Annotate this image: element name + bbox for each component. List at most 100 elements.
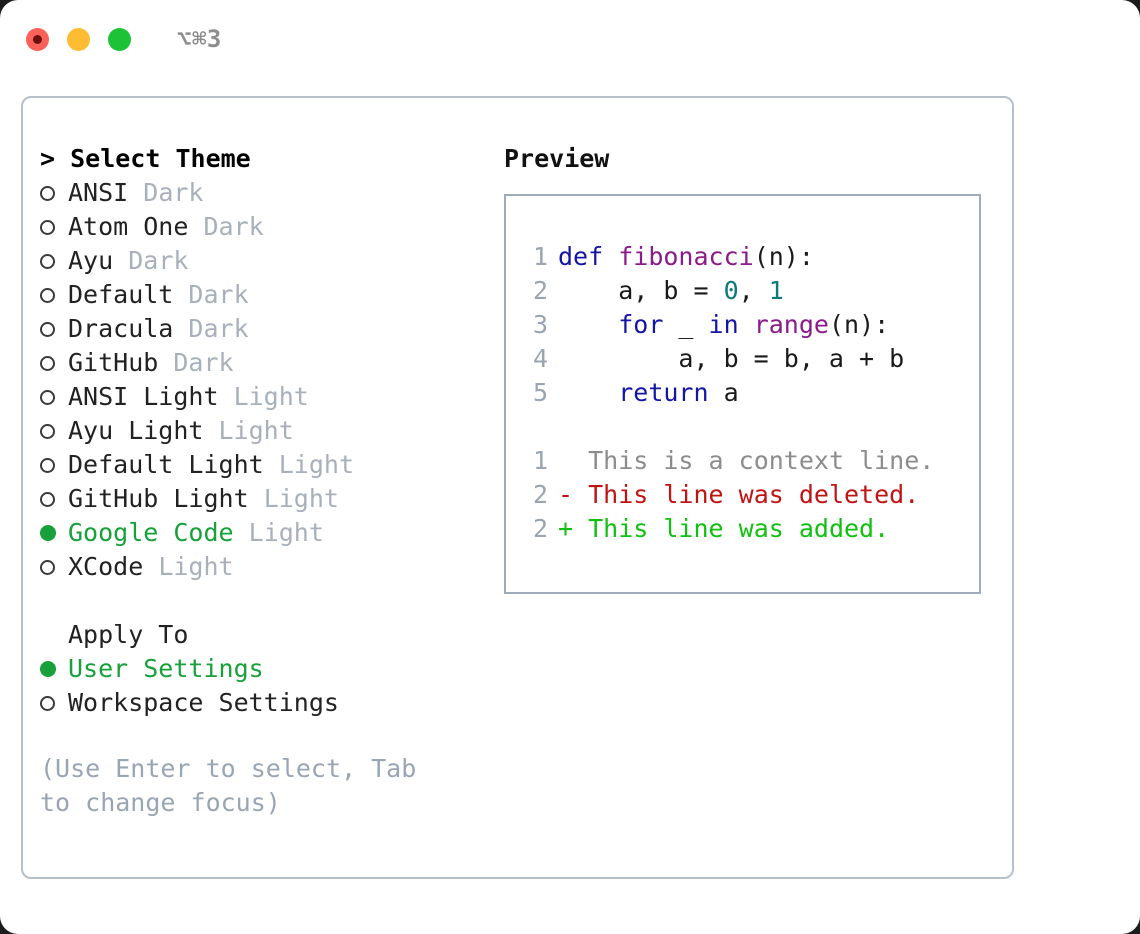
code-line-content: a, b = b, a + b [558, 342, 904, 376]
theme-option-atom-one[interactable]: Atom One Dark [40, 210, 485, 244]
theme-option-ansi-light[interactable]: ANSI Light Light [40, 380, 485, 414]
recording-indicator-icon [33, 34, 42, 44]
theme-option-radio [40, 379, 68, 413]
theme-option-label: ANSI Light [68, 382, 219, 411]
code-token-plain: a, b = b, a + b [558, 344, 905, 373]
label-badge-gap [188, 210, 203, 244]
radio-selected-icon [40, 661, 56, 677]
diff-line-number: 2 [532, 480, 548, 509]
radio-unselected-icon [40, 695, 55, 711]
code-line-content: return a [558, 376, 738, 410]
radio-unselected-icon [40, 287, 55, 303]
diff-line-ctx: 1 This is a context line. [524, 444, 979, 478]
radio-unselected-icon [40, 423, 55, 439]
label-badge-gap [249, 482, 264, 516]
theme-option-github-light[interactable]: GitHub Light Light [40, 482, 485, 516]
code-token-plain: (n): [828, 310, 890, 339]
code-line: 5 return a [524, 376, 979, 410]
theme-option-ayu-light[interactable]: Ayu Light Light [40, 414, 485, 448]
theme-option-label: Atom One [68, 212, 189, 241]
theme-option-label: ANSI [68, 178, 129, 207]
theme-option-dracula[interactable]: Dracula Dark [40, 312, 485, 346]
code-token-kw: for [618, 310, 664, 339]
theme-option-badge: Dark [188, 280, 249, 309]
code-token-fn: range [753, 310, 829, 339]
apply-to-option-label: Workspace Settings [68, 688, 339, 717]
theme-option-label: Default Light [68, 450, 264, 479]
apply-to-option-workspace-settings[interactable]: Workspace Settings [40, 686, 485, 720]
theme-option-ayu[interactable]: Ayu Dark [40, 244, 485, 278]
titlebar: ⌥⌘3 [0, 0, 1140, 78]
traffic-lights [26, 27, 131, 51]
radio-unselected-icon [40, 185, 55, 201]
theme-option-ansi[interactable]: ANSI Dark [40, 176, 485, 210]
theme-option-radio [40, 515, 68, 549]
label-badge-gap [113, 244, 128, 278]
theme-option-label: XCode [68, 552, 144, 581]
diff-sample: 1 This is a context line.2- This line wa… [524, 444, 979, 546]
theme-option-xcode[interactable]: XCode Light [40, 550, 485, 584]
apply-to-option-user-settings[interactable]: User Settings [40, 652, 485, 686]
theme-option-label: Default [68, 280, 174, 309]
diff-marker-gap [573, 444, 588, 478]
code-line-number: 5 [532, 378, 548, 407]
theme-option-badge: Light [218, 416, 294, 445]
code-token-plain [739, 310, 754, 339]
theme-option-label: Ayu Light [68, 416, 204, 445]
code-token-num: 1 [768, 276, 784, 305]
theme-option-github[interactable]: GitHub Dark [40, 346, 485, 380]
radio-unselected-icon [40, 389, 55, 405]
code-line-number: 2 [532, 276, 548, 305]
theme-option-radio [40, 175, 68, 209]
diff-line-number: 2 [532, 514, 548, 543]
diff-line-text: This line was deleted. [588, 480, 920, 509]
theme-option-badge: Dark [173, 348, 234, 377]
code-token-plain: , [738, 276, 769, 305]
code-line-number: 1 [532, 242, 548, 271]
apply-to-option-radio [40, 685, 68, 719]
keyboard-shortcut-label: ⌥⌘3 [177, 25, 222, 53]
radio-unselected-icon [40, 253, 55, 269]
code-token-kw: def [558, 242, 619, 271]
diff-line-text: This is a context line. [588, 446, 935, 475]
theme-option-badge: Dark [128, 246, 189, 275]
maximize-button[interactable] [108, 27, 131, 51]
label-badge-gap [128, 176, 143, 210]
diff-marker-gap [573, 478, 588, 512]
theme-option-default-light[interactable]: Default Light Light [40, 448, 485, 482]
close-button[interactable] [26, 27, 49, 51]
diff-marker: - [558, 480, 574, 509]
apply-to-option-label: User Settings [68, 654, 264, 683]
apply-to-option-radio [40, 651, 68, 685]
label-badge-gap [173, 312, 188, 346]
code-line: 3 for _ in range(n): [524, 308, 979, 342]
theme-option-radio [40, 243, 68, 277]
theme-option-google-code[interactable]: Google Code Light [40, 516, 485, 550]
theme-option-badge: Dark [143, 178, 204, 207]
code-token-plain: a, b = [558, 276, 724, 305]
diff-line-text: This line was added. [588, 514, 890, 543]
radio-unselected-icon [40, 219, 55, 235]
code-line-number: 3 [532, 310, 548, 339]
code-token-plain: _ [663, 310, 709, 339]
select-theme-header: > Select Theme [40, 144, 251, 173]
theme-option-radio [40, 447, 68, 481]
radio-unselected-icon [40, 559, 55, 575]
label-badge-gap [219, 380, 234, 414]
theme-option-label: GitHub Light [68, 484, 249, 513]
diff-marker [558, 444, 573, 478]
preview-header: Preview [504, 144, 610, 173]
code-line-number: 4 [532, 344, 548, 373]
minimize-button[interactable] [67, 27, 90, 51]
label-badge-gap [158, 346, 173, 380]
code-line-content: def fibonacci(n): [558, 240, 814, 274]
theme-option-default[interactable]: Default Dark [40, 278, 485, 312]
radio-unselected-icon [40, 457, 55, 473]
theme-option-badge: Light [248, 518, 324, 547]
apply-to-heading: Apply To [68, 620, 189, 649]
theme-option-radio [40, 209, 68, 243]
